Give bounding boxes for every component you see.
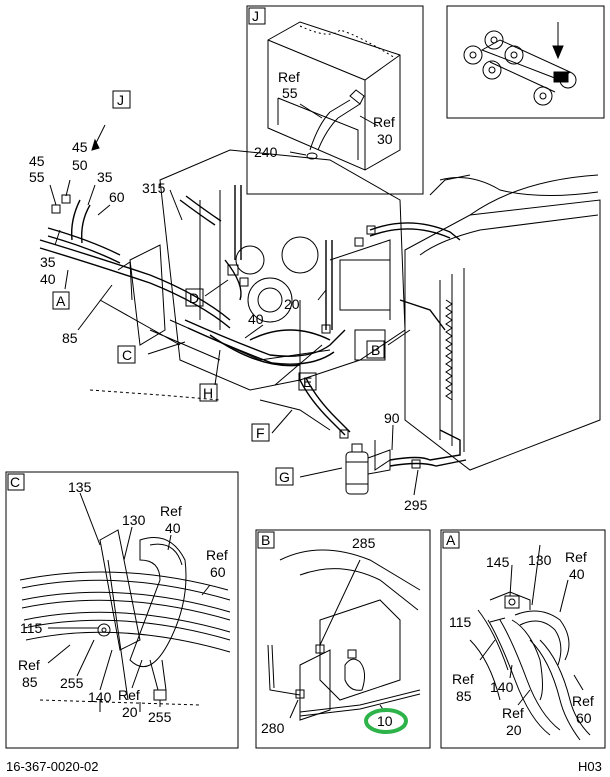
panel-c-label-ref40-a: Ref — [160, 503, 182, 519]
fittings — [51, 194, 421, 469]
receiver-drier — [345, 443, 391, 495]
panel-b-frame — [255, 529, 431, 749]
callout-e: E — [303, 374, 312, 390]
label-315: 315 — [142, 180, 166, 196]
panel-a-tag-box — [442, 531, 460, 549]
panel-b-bracket-detail — [267, 549, 421, 721]
panel-b-label-285: 285 — [352, 535, 376, 551]
label-45a: 45 — [72, 139, 88, 155]
panel-a-label-ref20-a: Ref — [502, 705, 524, 721]
panel-c-label-130: 130 — [122, 512, 146, 528]
label-ref30-a: Ref — [373, 114, 395, 130]
highlight-circle-10 — [364, 708, 408, 734]
callout-b: B — [371, 342, 380, 358]
panel-c-label-ref20-b: 20 — [122, 704, 138, 720]
panel-c-label-115: 115 — [20, 620, 43, 636]
panel-b-tag: B — [261, 532, 270, 548]
panel-a-label-ref85-a: Ref — [452, 671, 474, 687]
panel-c-label-255b: 255 — [148, 709, 172, 725]
callout-j: J — [117, 92, 124, 108]
panel-j-tag: J — [252, 8, 259, 24]
panel-c-label-135: 135 — [68, 479, 92, 495]
panel-c-tag: C — [10, 474, 20, 490]
callout-box-b — [366, 340, 385, 359]
callout-g: G — [279, 469, 290, 485]
panel-c-frame — [5, 471, 239, 749]
truck-locator-icon — [463, 22, 577, 106]
callout-d: D — [189, 290, 199, 306]
label-55: 55 — [29, 169, 45, 185]
leader-lines — [49, 124, 419, 496]
panel-a-label-140: 140 — [490, 679, 514, 695]
label-ref30-b: 30 — [377, 131, 393, 147]
panel-j-cap-240 — [306, 152, 318, 160]
panel-b-label-280: 280 — [261, 720, 285, 736]
panel-a-clamp-detail — [469, 544, 591, 741]
callout-c: C — [122, 347, 132, 363]
ac-hoses — [39, 185, 467, 467]
panel-c-label-255a: 255 — [60, 675, 84, 691]
label-240: 240 — [254, 144, 278, 160]
panel-c-label-ref40-b: 40 — [165, 520, 181, 536]
engine-assembly — [89, 149, 601, 471]
label-295: 295 — [404, 497, 428, 513]
callout-box-c — [117, 345, 136, 364]
drawing-number: 16-367-0020-02 — [6, 759, 99, 774]
panel-a-frame — [440, 529, 606, 749]
panel-c-label-ref85-a: Ref — [18, 657, 40, 673]
panel-c-label-ref60-a: Ref — [206, 547, 228, 563]
label-ref55-a: Ref — [278, 69, 300, 85]
main-callout-boxes — [52, 90, 385, 486]
callout-h: H — [203, 385, 213, 401]
panel-b-label-10: 10 — [377, 713, 393, 729]
label-40a: 40 — [40, 271, 56, 287]
callout-box-f — [251, 423, 270, 442]
label-50: 50 — [72, 157, 88, 173]
callout-f: F — [256, 425, 265, 441]
callout-box-e — [298, 372, 317, 391]
panel-a-label-ref20-b: 20 — [506, 722, 522, 738]
label-35b: 35 — [40, 254, 56, 270]
callout-box-h — [199, 383, 218, 402]
panel-a-label-ref85-b: 85 — [456, 688, 472, 704]
panel-a-label-ref40-b: 40 — [569, 566, 585, 582]
panel-a-label-ref60-b: 60 — [576, 710, 592, 726]
panel-c-label-ref60-b: 60 — [210, 564, 226, 580]
panel-a-label-ref40-a: Ref — [565, 549, 587, 565]
panel-c-tag-box — [7, 473, 25, 491]
label-45b: 45 — [29, 153, 45, 169]
panel-a-label-ref60-a: Ref — [572, 693, 594, 709]
callout-a: A — [56, 293, 66, 309]
panel-c-clamp-detail — [19, 492, 231, 712]
callout-box-a — [52, 291, 70, 310]
panel-j-frame — [246, 5, 424, 195]
panel-a-tag: A — [446, 532, 456, 548]
callout-box-d — [185, 288, 204, 307]
label-90: 90 — [384, 410, 400, 426]
locator-frame — [446, 5, 605, 119]
panel-c-label-ref20-a: Ref — [118, 687, 140, 703]
label-20: 20 — [284, 296, 300, 312]
label-40b: 40 — [248, 311, 264, 327]
panel-a-label-115: 115 — [449, 614, 472, 630]
panel-a-label-130: 130 — [528, 552, 552, 568]
label-ref55-b: 55 — [282, 85, 298, 101]
sheet-code: H03 — [578, 759, 602, 774]
callout-box-g — [275, 467, 294, 486]
panel-a-label-145: 145 — [486, 554, 510, 570]
panel-j-tag-box — [248, 7, 266, 25]
label-35a: 35 — [97, 169, 113, 185]
label-85: 85 — [62, 330, 78, 346]
label-60: 60 — [109, 189, 125, 205]
panel-c-label-ref85-b: 85 — [22, 674, 38, 690]
callout-box-j — [112, 90, 131, 109]
panel-b-tag-box — [257, 531, 275, 549]
panel-j-tank — [267, 21, 401, 171]
panel-c-label-140: 140 — [88, 689, 112, 705]
